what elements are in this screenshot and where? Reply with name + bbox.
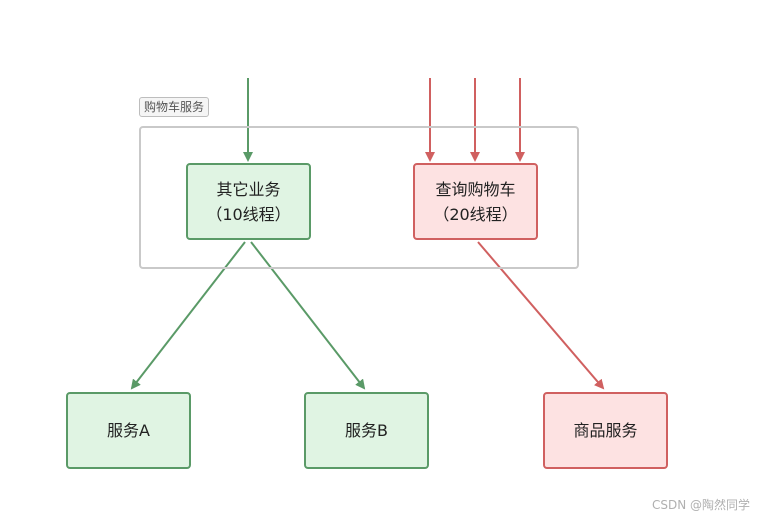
node-other-business[interactable]: 其它业务 （10线程） <box>186 163 311 240</box>
node-query-cart[interactable]: 查询购物车 （20线程） <box>413 163 538 240</box>
edge-query-to-product <box>477 241 605 390</box>
cart-service-group-label: 购物车服务 <box>139 97 210 117</box>
node-other-business-title: 其它业务 <box>216 179 281 199</box>
node-query-cart-title: 查询购物车 <box>435 179 516 199</box>
node-product-service-label: 商品服务 <box>573 421 638 440</box>
node-service-a-label: 服务A <box>107 421 150 440</box>
node-product-service[interactable]: 商品服务 <box>543 392 668 469</box>
node-other-business-threads: （10线程） <box>206 204 291 224</box>
edge-other-to-service-a <box>130 241 246 390</box>
node-service-a[interactable]: 服务A <box>66 392 191 469</box>
cart-service-group <box>139 126 579 269</box>
node-service-b-label: 服务B <box>345 421 388 440</box>
watermark: CSDN @陶然同学 <box>651 498 750 512</box>
node-service-b[interactable]: 服务B <box>304 392 429 469</box>
edge-other-to-service-b <box>250 241 366 390</box>
node-query-cart-threads: （20线程） <box>433 204 518 224</box>
